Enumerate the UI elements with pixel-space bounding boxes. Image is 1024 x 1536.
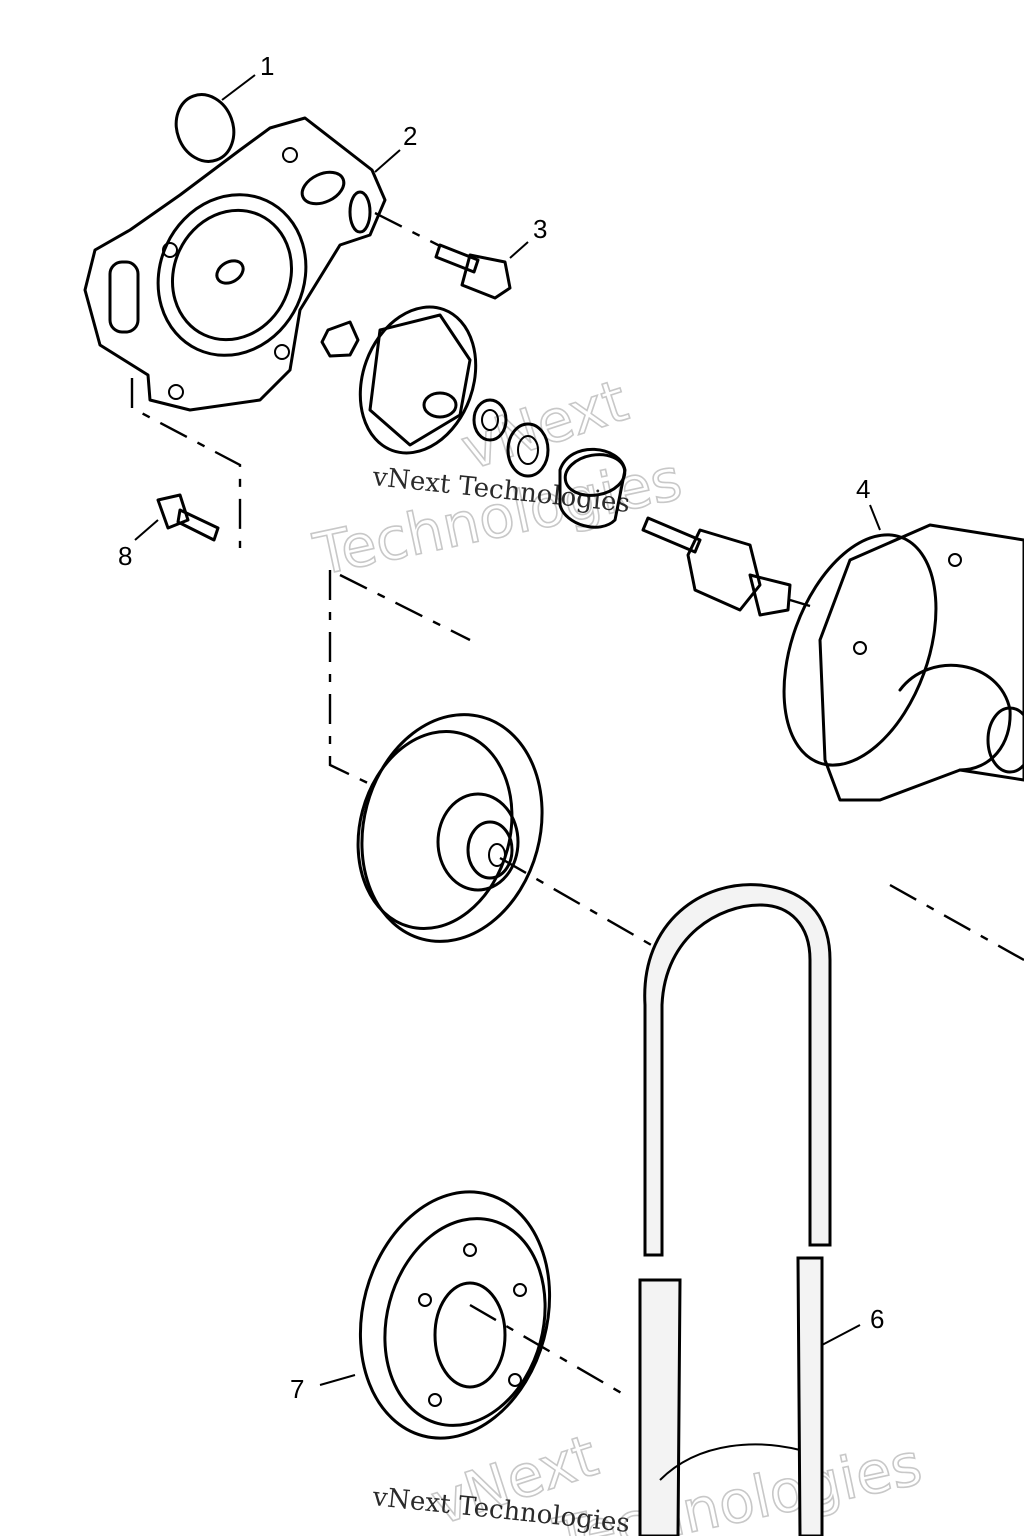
part-2-pump-cover bbox=[83, 116, 401, 412]
callout-8: 8 bbox=[118, 541, 132, 571]
pump-shaft bbox=[641, 516, 811, 617]
callout-7: 7 bbox=[290, 1374, 304, 1404]
part-8-bolt bbox=[134, 493, 220, 542]
callout-3: 3 bbox=[533, 214, 547, 244]
part-7-crank-pulley bbox=[319, 1190, 552, 1440]
watermark-top: vNext Technologies vNext Technologies bbox=[307, 365, 688, 589]
callout-6: 6 bbox=[870, 1304, 884, 1334]
alignment-lines bbox=[130, 378, 1024, 1400]
callout-4: 4 bbox=[856, 474, 870, 504]
callout-1: 1 bbox=[260, 51, 274, 81]
part-6-drive-belt bbox=[638, 883, 861, 1536]
part-4-pump-housing bbox=[782, 504, 1024, 802]
part-1-o-ring bbox=[174, 74, 256, 163]
callout-2: 2 bbox=[403, 121, 417, 151]
upper-pulley bbox=[356, 713, 544, 943]
part-3-bolt bbox=[374, 211, 529, 300]
impeller-assembly bbox=[320, 305, 627, 529]
